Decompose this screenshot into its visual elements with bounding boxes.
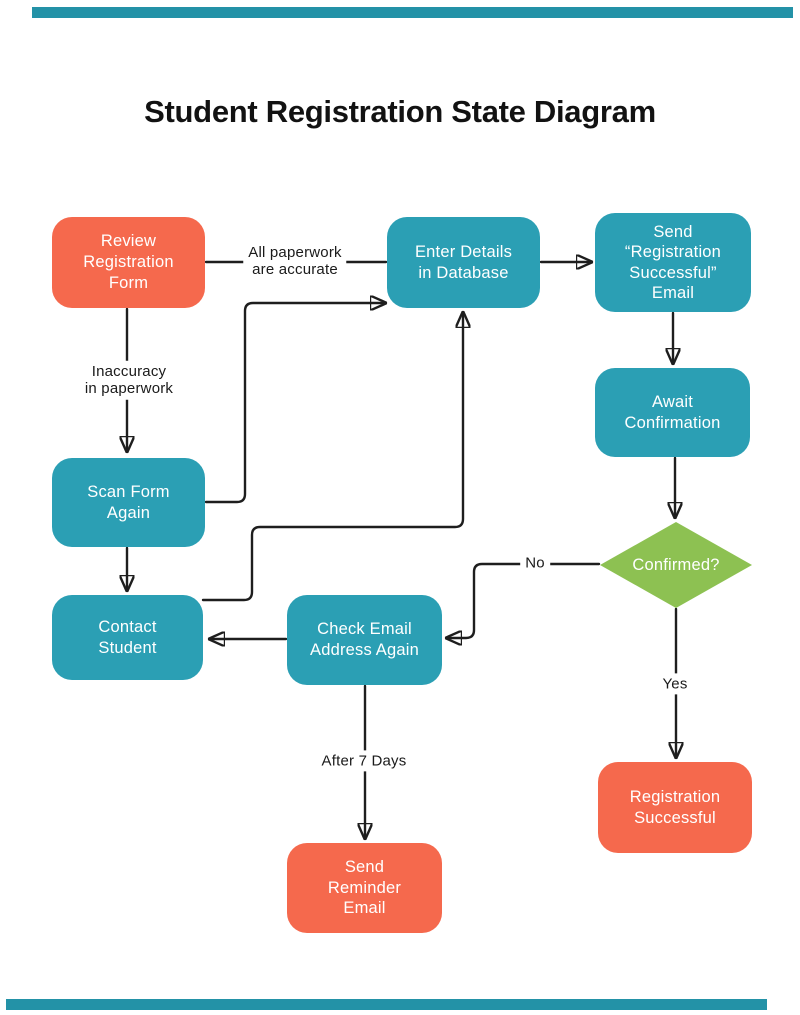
bottom-accent-bar — [6, 999, 767, 1010]
node-contact-student: Contact Student — [52, 595, 203, 680]
node-review-registration-form: Review Registration Form — [52, 217, 205, 308]
edge-label-all-paperwork-accurate: All paperwork are accurate — [243, 241, 347, 281]
edge-contact-to-enter — [201, 310, 463, 602]
edge-label-inaccuracy-in-paperwork: Inaccuracy in paperwork — [79, 360, 179, 400]
edge-confirmed-no — [444, 562, 601, 638]
page-title: Student Registration State Diagram — [144, 94, 656, 129]
edge-label-no: No — [520, 552, 550, 574]
node-enter-details-in-database: Enter Details in Database — [387, 217, 540, 308]
node-check-email-address-again: Check Email Address Again — [287, 595, 442, 685]
node-registration-successful: Registration Successful — [598, 762, 752, 853]
node-await-confirmation: Await Confirmation — [595, 368, 750, 457]
edge-scan-to-enter — [204, 303, 388, 504]
node-send-reminder-email: Send Reminder Email — [287, 843, 442, 933]
top-accent-bar — [32, 7, 793, 18]
edge-label-after-7-days: After 7 Days — [316, 750, 412, 772]
node-send-registration-successful-email: Send “Registration Successful” Email — [595, 213, 751, 312]
edge-label-yes: Yes — [657, 673, 693, 695]
node-scan-form-again: Scan Form Again — [52, 458, 205, 547]
